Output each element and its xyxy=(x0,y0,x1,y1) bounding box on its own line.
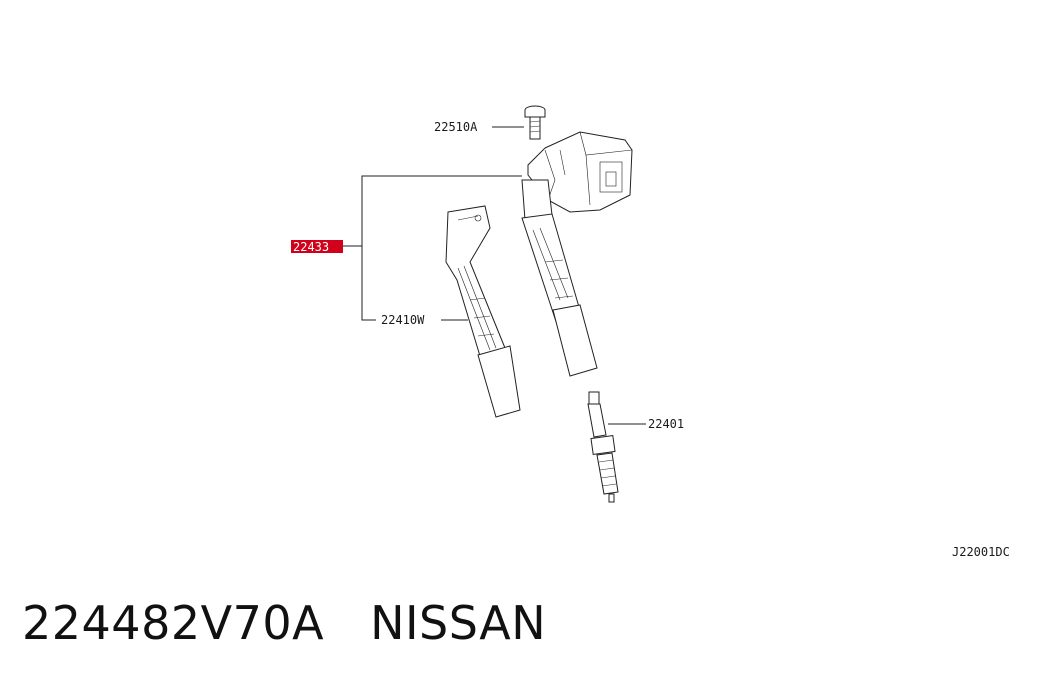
boot-part-label[interactable]: 22410W xyxy=(381,313,425,327)
figure-code: J22001DC xyxy=(952,545,1010,559)
part-number: 224482V70A xyxy=(22,596,325,650)
bolt-icon xyxy=(524,105,546,140)
assembly-part-label[interactable]: 22433 xyxy=(293,240,329,254)
ignition-coil-icon xyxy=(521,131,633,377)
spark-plug-part-label[interactable]: 22401 xyxy=(648,417,684,431)
bolt-part-label[interactable]: 22510A xyxy=(434,120,478,134)
spark-plug-icon xyxy=(587,391,619,503)
ignition-boot-icon xyxy=(445,205,521,418)
parts-diagram: 22510A xyxy=(291,105,1010,559)
assembly-highlight xyxy=(291,240,343,253)
brand-name: NISSAN xyxy=(370,596,547,650)
part-caption: 224482V70A NISSAN xyxy=(22,596,546,650)
